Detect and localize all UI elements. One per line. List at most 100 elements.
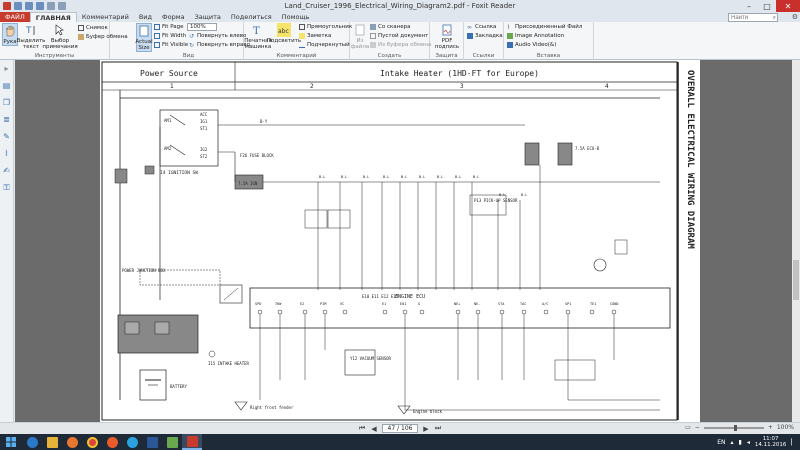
taskbar-explorer-icon[interactable] bbox=[42, 434, 62, 450]
svg-text:B-L: B-L bbox=[521, 193, 527, 197]
show-desktop-button[interactable]: ▏ bbox=[791, 438, 796, 446]
taskbar-media-icon[interactable] bbox=[102, 434, 122, 450]
note-button[interactable]: Заметка bbox=[299, 32, 331, 40]
rotate-right-button[interactable]: ↻ Повернуть вправо bbox=[189, 42, 250, 49]
zoom-slider-knob[interactable] bbox=[733, 424, 737, 431]
attachments-icon[interactable]: ⌇ bbox=[4, 149, 9, 158]
audio-video-button[interactable]: Audio Video(&) bbox=[507, 41, 556, 49]
taskbar-foxit-icon[interactable] bbox=[182, 434, 202, 450]
print-icon[interactable] bbox=[36, 2, 44, 10]
taskbar-app-icon[interactable] bbox=[162, 434, 182, 450]
hand-tool-button[interactable]: Рука bbox=[2, 23, 18, 46]
svg-text:SP1: SP1 bbox=[565, 302, 571, 306]
open-icon[interactable] bbox=[14, 2, 22, 10]
undo-icon[interactable] bbox=[47, 2, 55, 10]
layers-icon[interactable]: ≣ bbox=[3, 115, 10, 124]
view-mode-icon[interactable]: ▭ bbox=[685, 424, 691, 431]
taskbar-skype-icon[interactable] bbox=[122, 434, 142, 450]
clipboard-icon bbox=[78, 34, 84, 40]
group-view: Actual Size Fit Page Fit Width Fit Visib… bbox=[134, 22, 250, 60]
blank-document-button[interactable]: Пустой документ bbox=[370, 32, 428, 40]
pdf-page[interactable]: Power Source Intake Heater (1HD-FT for E… bbox=[100, 60, 700, 422]
next-page-button[interactable]: ▶ bbox=[423, 424, 429, 433]
language-indicator[interactable]: EN bbox=[717, 438, 726, 446]
clipboard-button[interactable]: Буфер обмена bbox=[78, 33, 128, 41]
comments-icon[interactable]: ✎ bbox=[3, 132, 10, 141]
taskbar-firefox-icon[interactable] bbox=[62, 434, 82, 450]
start-button[interactable] bbox=[0, 434, 22, 450]
group-comment-label: Комментарий bbox=[276, 53, 317, 59]
expand-panel-icon[interactable]: ▸ bbox=[4, 64, 9, 73]
power-junction-label: POWER JUNCTION BOX bbox=[122, 268, 166, 273]
security-icon[interactable]: ⚿ bbox=[3, 182, 10, 192]
app-logo-icon[interactable] bbox=[3, 2, 11, 10]
signatures-icon[interactable]: ✍ bbox=[3, 166, 10, 175]
zoom-out-icon[interactable]: − bbox=[694, 424, 700, 431]
group-insert: ⌇ Присоединенный Файл Image Annotation A… bbox=[504, 22, 594, 60]
wire-label-group: B-L B-L B-L B-L B-L B-L B-L B-L B-L B-L … bbox=[319, 175, 527, 197]
page-thumbnails-icon[interactable]: ▤ bbox=[2, 81, 11, 90]
first-page-button[interactable]: ⏮ bbox=[358, 424, 366, 432]
search-icon[interactable]: ⌕ bbox=[772, 14, 776, 21]
from-file-button[interactable]: Из файла bbox=[351, 23, 369, 50]
typewriter-button[interactable]: T Печатная машинка bbox=[244, 23, 272, 50]
taskbar-chrome-icon[interactable] bbox=[82, 434, 102, 450]
highlight-button[interactable]: abc Подсветить bbox=[267, 23, 301, 44]
snapshot-button[interactable]: Снимок bbox=[78, 24, 108, 32]
minimize-button[interactable]: – bbox=[747, 1, 751, 11]
group-create-label: Создать bbox=[377, 53, 402, 59]
maximize-button[interactable]: □ bbox=[763, 1, 771, 11]
svg-text:B-L: B-L bbox=[383, 175, 389, 179]
fit-width-button[interactable]: Fit Width bbox=[154, 32, 186, 40]
file-attachment-button[interactable]: ⌇ Присоединенный Файл bbox=[507, 24, 583, 31]
tab-comment[interactable]: Комментарий bbox=[81, 13, 129, 21]
ribbon-options-icon[interactable]: ⚙ bbox=[791, 13, 798, 21]
page-border bbox=[101, 61, 678, 421]
last-page-button[interactable]: ⏭ bbox=[434, 424, 442, 432]
tab-protect[interactable]: Защита bbox=[194, 13, 221, 21]
pdf-sign-button[interactable]: PDF подпись bbox=[433, 23, 461, 50]
from-scanner-button[interactable]: Со сканера bbox=[370, 23, 411, 31]
tab-form[interactable]: Форма bbox=[162, 13, 185, 21]
page-number-input[interactable]: 47 / 106 bbox=[382, 424, 418, 433]
tab-share[interactable]: Поделиться bbox=[230, 13, 272, 21]
zoom-select[interactable]: 100% bbox=[187, 23, 217, 31]
zoom-in-icon[interactable]: + bbox=[767, 424, 773, 431]
bookmarks-icon[interactable]: ❐ bbox=[2, 98, 11, 107]
image-annotation-button[interactable]: Image Annotation bbox=[507, 32, 564, 40]
rotate-left-button[interactable]: ↺ Повернуть влево bbox=[189, 33, 247, 40]
select-text-button[interactable]: T Выделить текст bbox=[17, 23, 45, 50]
image-icon bbox=[507, 33, 513, 39]
network-icon[interactable]: ▮ bbox=[738, 438, 742, 446]
rectangle-button[interactable]: Прямоугольник bbox=[299, 23, 352, 31]
actual-size-button[interactable]: Actual Size bbox=[135, 23, 153, 52]
volume-icon[interactable]: ◂ bbox=[746, 438, 750, 446]
vertical-scrollbar[interactable] bbox=[792, 60, 800, 422]
tab-view[interactable]: Вид bbox=[138, 13, 152, 21]
document-viewport[interactable]: Power Source Intake Heater (1HD-FT for E… bbox=[15, 60, 800, 422]
bookmark-button[interactable]: Закладка bbox=[467, 32, 503, 40]
scrollbar-thumb[interactable] bbox=[793, 260, 799, 300]
taskbar-ie-icon[interactable] bbox=[22, 434, 42, 450]
zoom-slider[interactable] bbox=[703, 424, 764, 431]
close-button[interactable]: ✕ bbox=[776, 0, 800, 12]
fit-visible-button[interactable]: Fit Visible bbox=[154, 41, 188, 49]
save-icon[interactable] bbox=[25, 2, 33, 10]
tab-home[interactable]: ГЛАВНАЯ bbox=[29, 12, 77, 22]
redo-icon[interactable] bbox=[58, 2, 66, 10]
clock[interactable]: 11:07 14.11.2016 bbox=[755, 436, 787, 448]
fit-page-button[interactable]: Fit Page bbox=[154, 23, 184, 31]
tray-arrow-icon[interactable]: ▴ bbox=[730, 438, 734, 446]
tab-file[interactable]: ФАЙЛ bbox=[0, 12, 30, 22]
underline-button[interactable]: Подчеркнутый bbox=[299, 41, 350, 49]
camera-icon bbox=[78, 25, 84, 31]
tab-help[interactable]: Помощь bbox=[281, 13, 310, 21]
svg-text:G: G bbox=[418, 302, 420, 306]
actual-size-icon bbox=[137, 24, 151, 38]
search-input[interactable] bbox=[728, 13, 778, 22]
from-clipboard-button[interactable]: Из буфера обмена bbox=[370, 41, 431, 49]
select-annotation-button[interactable]: Выбор примечания bbox=[42, 23, 78, 50]
taskbar-word-icon[interactable] bbox=[142, 434, 162, 450]
link-button[interactable]: ∞ Ссылка bbox=[467, 24, 497, 31]
prev-page-button[interactable]: ◀ bbox=[371, 424, 377, 433]
